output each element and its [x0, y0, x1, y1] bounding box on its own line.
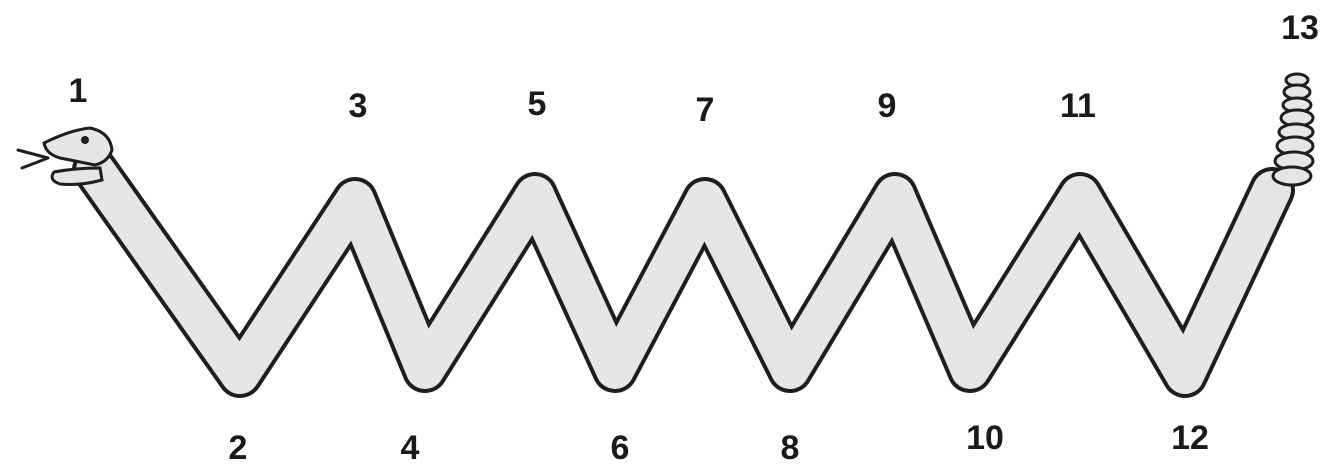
snake-rattle — [1273, 74, 1313, 185]
snake-lower-jaw — [52, 168, 102, 185]
rattle-segment — [1273, 167, 1311, 185]
label-11: 11 — [1060, 87, 1096, 125]
label-3: 3 — [349, 87, 368, 125]
snake-eye — [81, 136, 89, 144]
label-8: 8 — [781, 429, 800, 467]
label-10: 10 — [966, 419, 1004, 457]
label-13: 13 — [1281, 9, 1319, 47]
snake-body-fill — [95, 170, 1272, 375]
snake — [18, 74, 1313, 375]
label-9: 9 — [878, 87, 897, 125]
snake-tongue — [18, 150, 48, 168]
snake-upper-jaw — [44, 128, 112, 165]
label-1: 1 — [69, 72, 88, 110]
label-4: 4 — [401, 429, 420, 467]
label-6: 6 — [611, 429, 630, 467]
label-5: 5 — [528, 85, 547, 123]
snake-head — [18, 128, 112, 185]
label-7: 7 — [696, 91, 715, 129]
label-2: 2 — [229, 429, 248, 467]
label-12: 12 — [1171, 419, 1209, 457]
